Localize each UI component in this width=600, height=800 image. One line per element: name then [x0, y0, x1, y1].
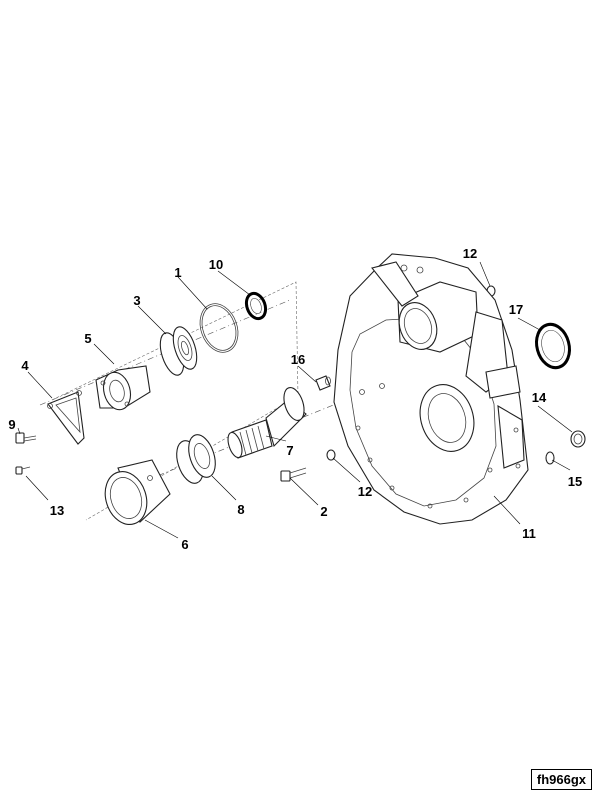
part-8-bearing [176, 434, 216, 484]
callout-1: 1 [174, 265, 181, 280]
part-10-seal-ring [244, 291, 268, 321]
callout-12-lower: 12 [358, 484, 372, 499]
callout-8: 8 [237, 502, 244, 517]
callout-17: 17 [509, 302, 523, 317]
callout-2: 2 [320, 504, 327, 519]
part-4-bracket [47, 390, 85, 445]
callout-6: 6 [181, 537, 188, 552]
part-7-splined-shaft [227, 387, 307, 459]
callout-13: 13 [50, 503, 64, 518]
part-11-flywheel-housing [333, 253, 529, 525]
callout-3: 3 [133, 293, 140, 308]
callout-14: 14 [532, 390, 547, 405]
callout-12-upper: 12 [463, 246, 477, 261]
callout-9: 9 [8, 417, 15, 432]
part-3-bearing [159, 326, 198, 376]
callout-15: 15 [568, 474, 582, 489]
figure-code-label: fh966gx [530, 769, 592, 790]
part-5-bearing-housing [95, 365, 151, 411]
callout-5: 5 [84, 331, 91, 346]
part-14-plug [570, 430, 586, 448]
callout-4: 4 [21, 358, 29, 373]
callout-10: 10 [209, 257, 223, 272]
callout-16: 16 [291, 352, 305, 367]
part-6-coupling-sleeve [104, 459, 171, 525]
part-15-washer [545, 451, 555, 465]
leader-lines [17, 261, 573, 539]
part-13-small-bolt [15, 466, 31, 475]
part-2-bolt [280, 467, 307, 482]
part-17-seal-ring [535, 322, 571, 370]
callout-labels: 1 10 3 5 4 9 13 6 8 7 2 12 16 12 17 14 1… [8, 246, 582, 552]
part-1-o-ring [199, 303, 239, 353]
part-9-bolt [15, 432, 37, 444]
part-12-dowel-lower [326, 449, 336, 461]
callout-7: 7 [286, 443, 293, 458]
part-16-plug [315, 375, 331, 391]
callout-11: 11 [522, 526, 536, 541]
